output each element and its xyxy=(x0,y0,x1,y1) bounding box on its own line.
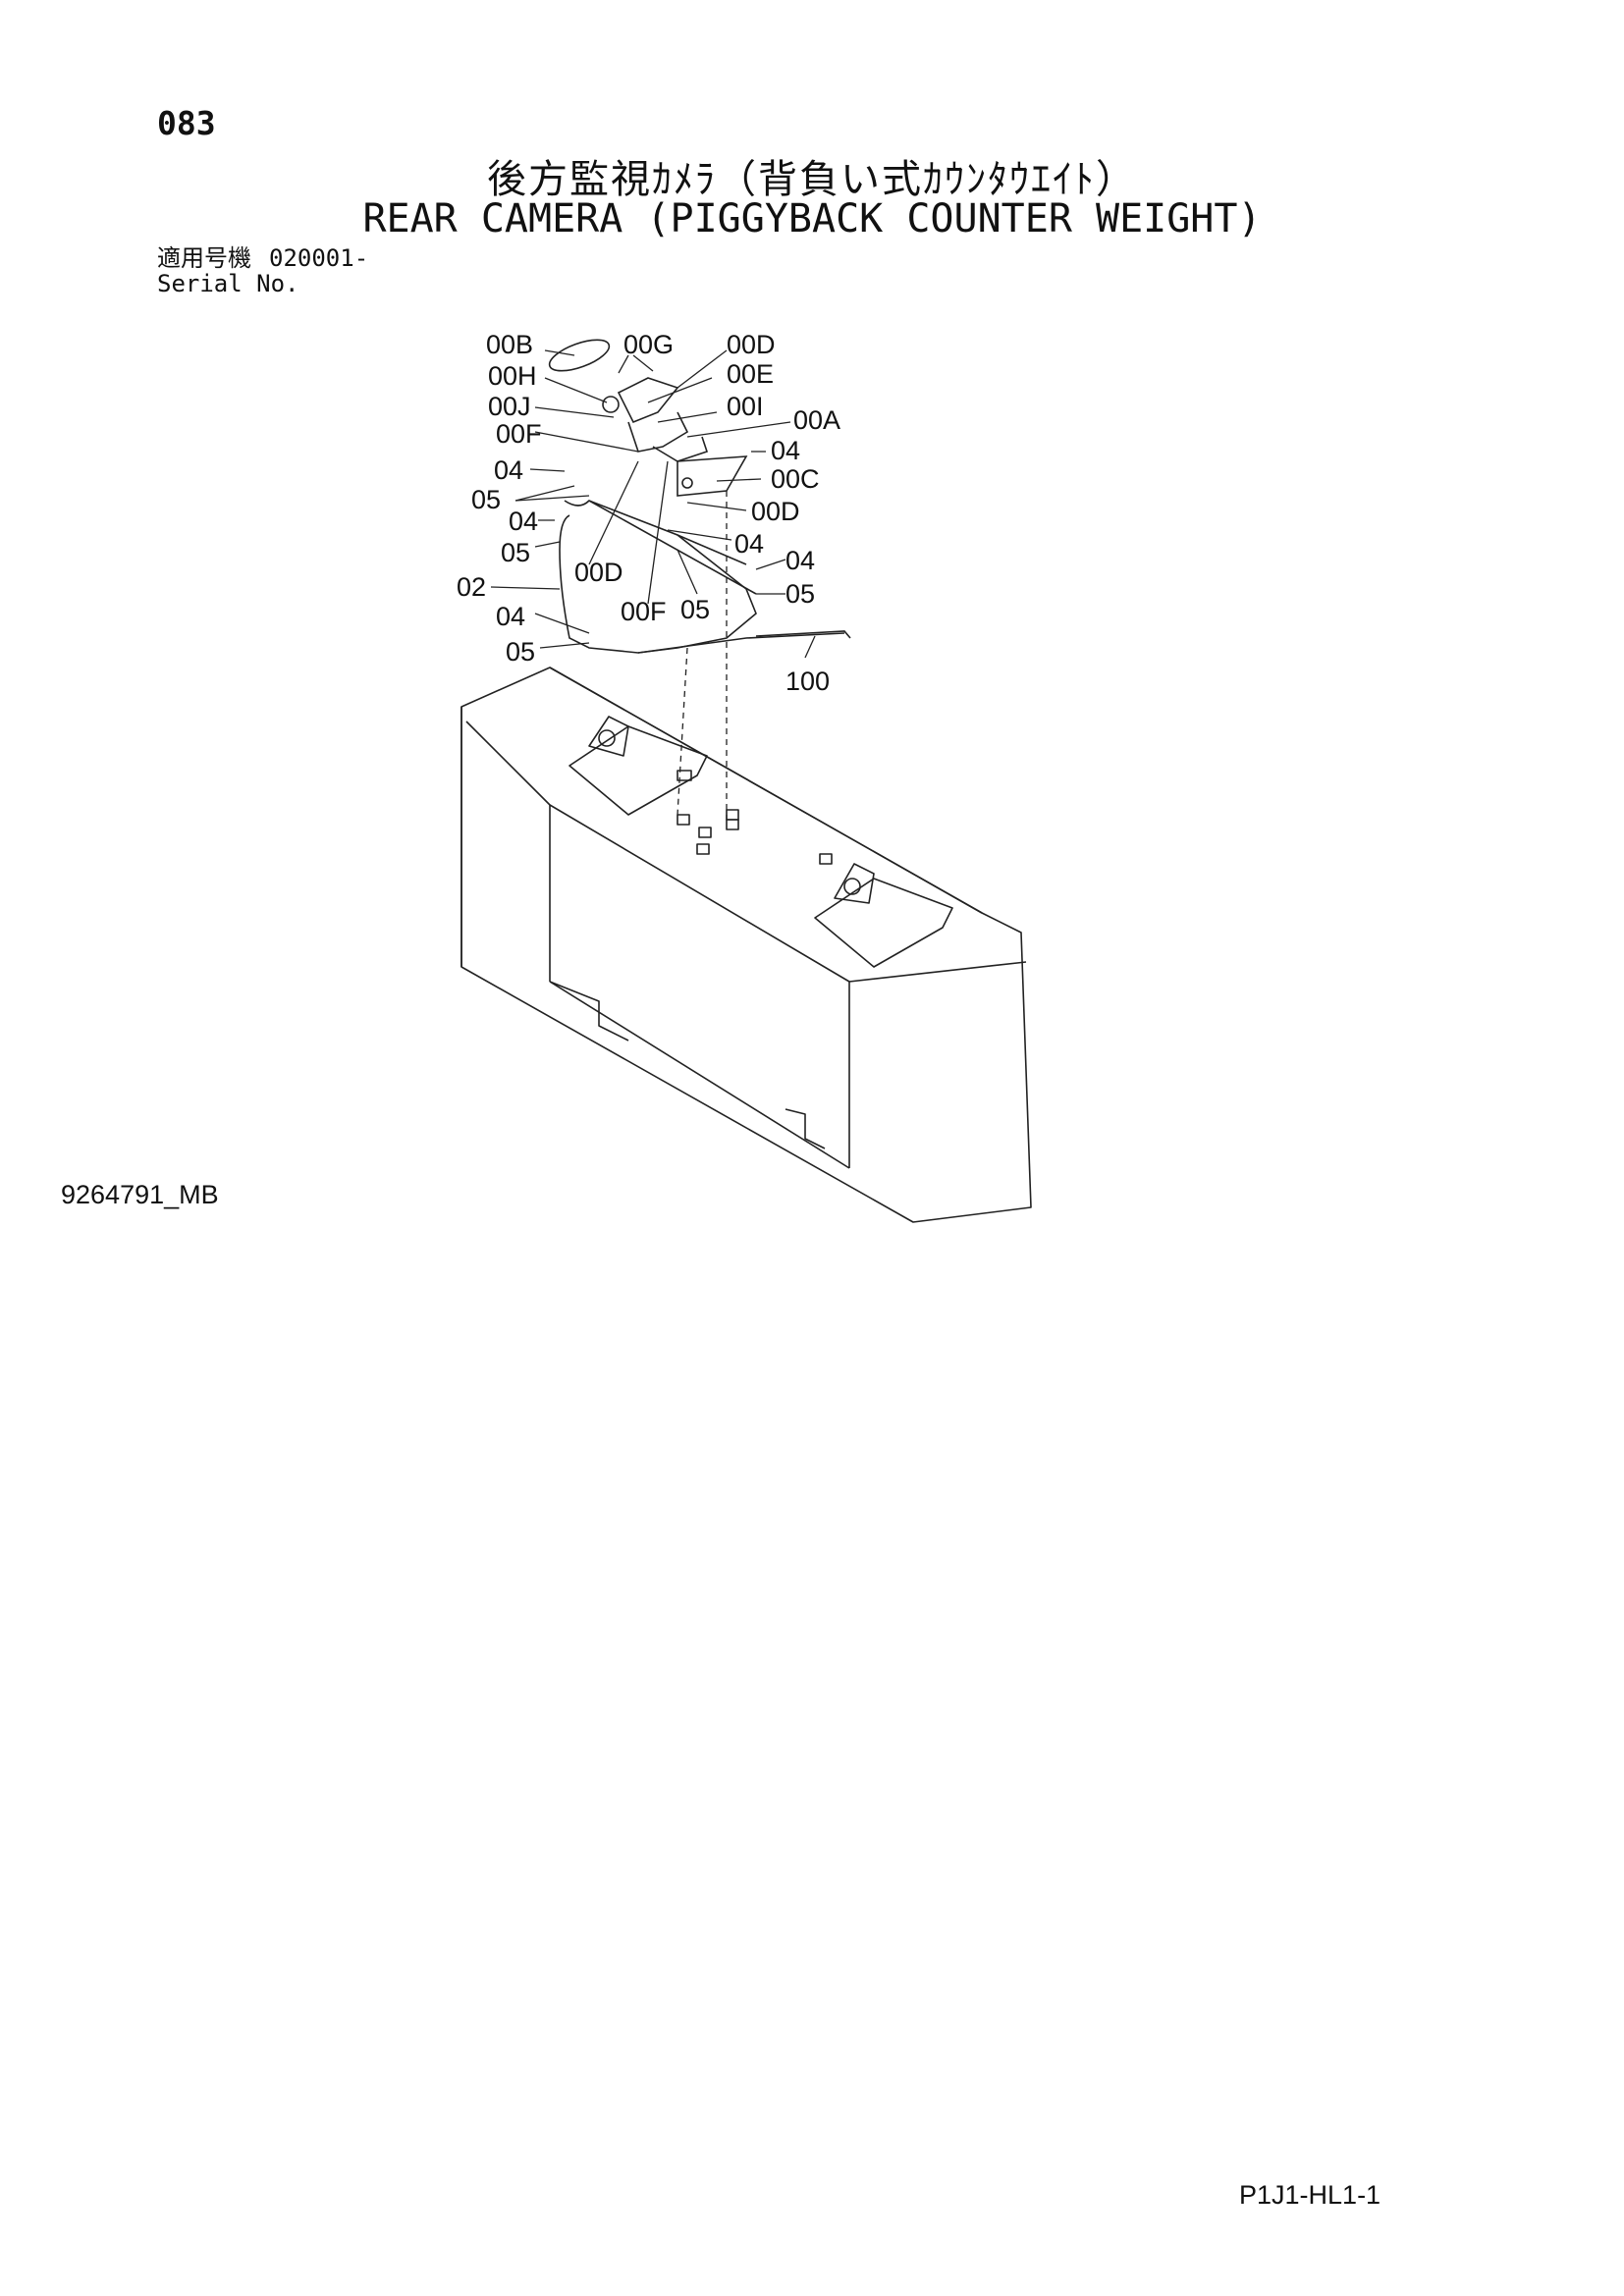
callout-00I: 00I xyxy=(727,392,764,421)
callout-00F-low: 00F xyxy=(621,597,667,626)
callout-05-c: 05 xyxy=(785,579,815,609)
serial-applicability: 適用号機 020001- Serial No. xyxy=(157,245,368,296)
callout-00G: 00G xyxy=(623,330,674,359)
callout-00A: 00A xyxy=(793,405,840,435)
serial-number: 020001- xyxy=(269,244,369,272)
exploded-parts-diagram: 00B 00G 00D 00H 00E 00J 00I 00A 00F 04 0… xyxy=(457,330,1032,1223)
callout-04-c: 04 xyxy=(509,507,538,536)
callout-05-e: 05 xyxy=(506,637,535,667)
callout-05-d: 05 xyxy=(680,595,710,624)
callout-100: 100 xyxy=(785,667,830,696)
camera-assembly-drawing xyxy=(548,339,851,654)
callout-04-a: 04 xyxy=(771,436,800,465)
callout-04-d: 04 xyxy=(734,529,764,559)
serial-label-en: Serial No. xyxy=(157,270,299,297)
serial-label-jp: 適用号機 xyxy=(157,244,251,272)
callout-02: 02 xyxy=(457,572,486,602)
page-number: 083 xyxy=(157,104,216,142)
title-english: REAR CAMERA (PIGGYBACK COUNTER WEIGHT) xyxy=(362,196,1262,241)
counterweight-drawing xyxy=(460,667,1032,1223)
callout-05-b: 05 xyxy=(501,538,530,567)
callout-04-b: 04 xyxy=(494,455,523,485)
callout-00D-low: 00D xyxy=(574,558,623,587)
callout-00J: 00J xyxy=(488,392,531,421)
drawing-number: 9264791_MB xyxy=(61,1180,219,1209)
callout-00H: 00H xyxy=(488,361,537,391)
callout-00B: 00B xyxy=(486,330,533,359)
callout-00F-top: 00F xyxy=(496,419,542,449)
callout-00E: 00E xyxy=(727,359,774,389)
callout-05-a: 05 xyxy=(471,485,501,514)
callout-04-e: 04 xyxy=(785,546,815,575)
sheet-code: P1J1-HL1-1 xyxy=(1239,2180,1381,2210)
title-japanese: 後方監視ｶﾒﾗ（背負い式ｶｳﾝﾀｳｴｲﾄ） xyxy=(487,157,1137,202)
callout-00D-top: 00D xyxy=(727,330,776,359)
callout-00C: 00C xyxy=(771,464,820,494)
callout-04-f: 04 xyxy=(496,602,525,631)
leader-lines xyxy=(490,349,816,820)
callout-00D-mid: 00D xyxy=(751,497,800,526)
callout-labels: 00B 00G 00D 00H 00E 00J 00I 00A 00F 04 0… xyxy=(457,330,840,696)
